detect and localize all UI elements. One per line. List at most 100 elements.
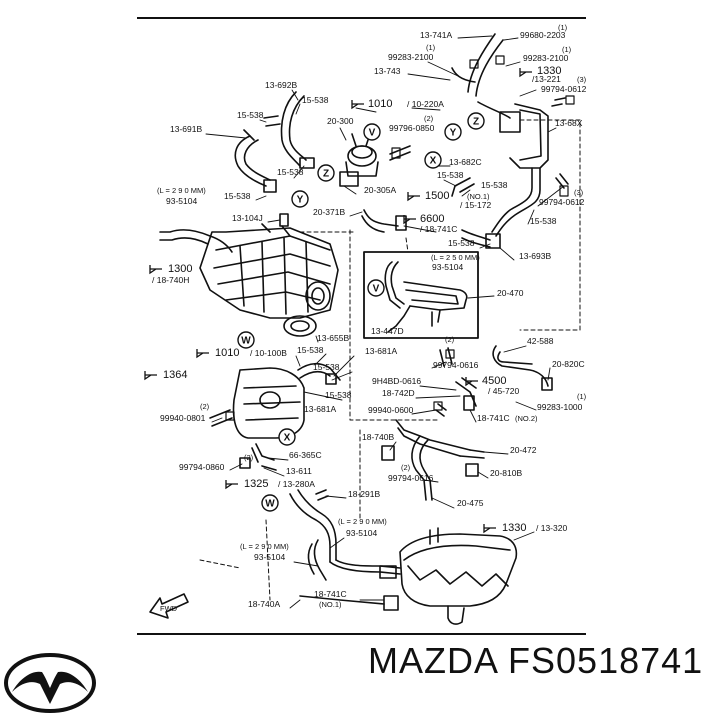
part-callout-label: 15-538: [530, 216, 557, 226]
part-callout-label: 20-472: [510, 445, 537, 455]
ref-arrow-icon: [144, 371, 157, 381]
part-callout-label: 1330: [537, 65, 561, 77]
air-cleaner-case: [399, 527, 518, 625]
part-callout-label: 42-588: [527, 336, 554, 346]
part-callout-label: 93-5104: [346, 528, 377, 538]
connection-marker: V: [367, 279, 385, 297]
part-callout-label: 13-741A: [420, 30, 452, 40]
part-callout-label: 13-447D: [371, 326, 404, 336]
guide-lines: [199, 119, 581, 601]
ref-arrow-icon: [403, 215, 416, 225]
part-callout-label: (2): [401, 463, 411, 472]
part-callout-label: (2): [200, 402, 210, 411]
connection-marker: Z: [317, 164, 335, 182]
brand-caption: MAZDA FS0518741: [368, 640, 703, 682]
part-callout-label: 93-5104: [254, 552, 285, 562]
connection-marker-letter: Y: [450, 128, 457, 139]
part-callout-label: 13-743: [374, 66, 401, 76]
connection-marker-ring: [237, 331, 255, 349]
part-callout-label: 4500: [482, 375, 506, 387]
intake-manifold: [159, 213, 339, 319]
part-callout-label: / 10-100B: [250, 348, 287, 358]
connection-marker: Y: [291, 190, 309, 208]
connection-marker-letter: Z: [323, 169, 329, 180]
part-callout-label: 15-538: [297, 345, 324, 355]
part-callout-label: (2): [445, 335, 455, 344]
connection-marker-ring: [317, 164, 335, 182]
part-callout-label: (3): [574, 188, 584, 197]
part-callout-label: 99283-2100: [523, 53, 569, 63]
part-callout-label: 13-655B: [317, 333, 349, 343]
part-callout-label: 13-693B: [519, 251, 551, 261]
ref-arrow-icon: [483, 524, 496, 534]
part-callout-label: 13-68X: [555, 118, 583, 128]
part-callout-label: FWD: [160, 604, 178, 613]
part-callout-label: 99940-0801: [160, 413, 206, 423]
ref-arrow-icon: [465, 377, 478, 387]
part-callout-label: 1500: [425, 190, 449, 202]
connection-marker-letter: X: [284, 433, 291, 444]
connection-marker-letter: V: [369, 128, 376, 139]
part-callout-label: (NO.1): [319, 600, 342, 609]
part-callout-label: / 18-741C: [420, 224, 457, 234]
part-callout-label: (1): [577, 392, 587, 401]
connection-marker-ring: [363, 123, 381, 141]
part-callout-label: 18-740B: [362, 432, 394, 442]
part-callout-label: (L = 2 5 0 MM): [431, 253, 480, 262]
part-callout-label: 15-538: [325, 390, 352, 400]
part-callout-label: /13-221: [532, 74, 561, 84]
part-callout-label: 93-5104: [432, 262, 463, 272]
part-callout-label: 13-682C: [449, 157, 482, 167]
part-callout-label: 93-5104: [166, 196, 197, 206]
part-callout-label: 99283-2100: [388, 52, 434, 62]
part-callout-label: 18-740A: [248, 599, 280, 609]
part-callout-label: (NO.1): [467, 192, 490, 201]
part-callout-label: 99794-0612: [539, 197, 585, 207]
part-callout-label: (L = 2 9 0 MM): [338, 517, 387, 526]
part-callout-label: 6600: [420, 213, 444, 225]
ref-arrow-icon: [225, 480, 238, 490]
part-callout-label: 15-538: [302, 95, 329, 105]
part-callout-label: 1010: [368, 98, 392, 110]
connection-marker-ring: [467, 112, 485, 130]
part-callout-label: (2): [244, 453, 254, 462]
lower-left-hoses: [289, 489, 401, 611]
part-callout-label: / 13-320: [536, 523, 567, 533]
part-callout-label: 18-742D: [382, 388, 415, 398]
part-callout-label: (3): [577, 75, 587, 84]
part-callout-label: 18-741C: [477, 413, 510, 423]
part-callout-label: 18-291B: [348, 489, 380, 499]
part-callout-label: / 13-280A: [278, 479, 315, 489]
part-callout-label: 20-300: [327, 116, 354, 126]
egr-valve: [339, 133, 411, 187]
part-callout-label: 18-741C: [314, 589, 347, 599]
connection-marker-letter: V: [373, 284, 380, 295]
part-callout-label: 99680-2203: [520, 30, 566, 40]
connection-marker-ring: [444, 123, 462, 141]
connection-marker-letter: Y: [297, 195, 304, 206]
ref-arrow-icon: [149, 265, 162, 275]
center-pipe: [361, 209, 407, 233]
ref-arrow-icon: [407, 192, 420, 202]
part-callout-label: 20-475: [457, 498, 484, 508]
brand-name: MAZDA: [368, 640, 498, 681]
part-callout-label: (1): [426, 43, 436, 52]
part-callout-label: / 15-172: [460, 200, 491, 210]
part-callout-label: 99794-0612: [541, 84, 587, 94]
fwd-arrow: [149, 593, 189, 619]
part-callout-label: 99940-0600: [368, 405, 414, 415]
part-callout-label: 15-538: [237, 110, 264, 120]
connection-marker-ring: [261, 494, 279, 512]
mazda-logo-icon: [4, 653, 96, 713]
part-callout-label: 20-470: [497, 288, 524, 298]
part-callout-label: (NO.2): [515, 414, 538, 423]
part-callout-label: 20-820C: [552, 359, 585, 369]
part-callout-label: 15-538: [481, 180, 508, 190]
part-callout-label: 13-681A: [304, 404, 336, 414]
connection-marker-letter: X: [430, 156, 437, 167]
connection-marker-letter: W: [241, 336, 251, 347]
part-callout-label: 9H4BD-0616: [372, 376, 421, 386]
throttle-body: [283, 315, 317, 337]
